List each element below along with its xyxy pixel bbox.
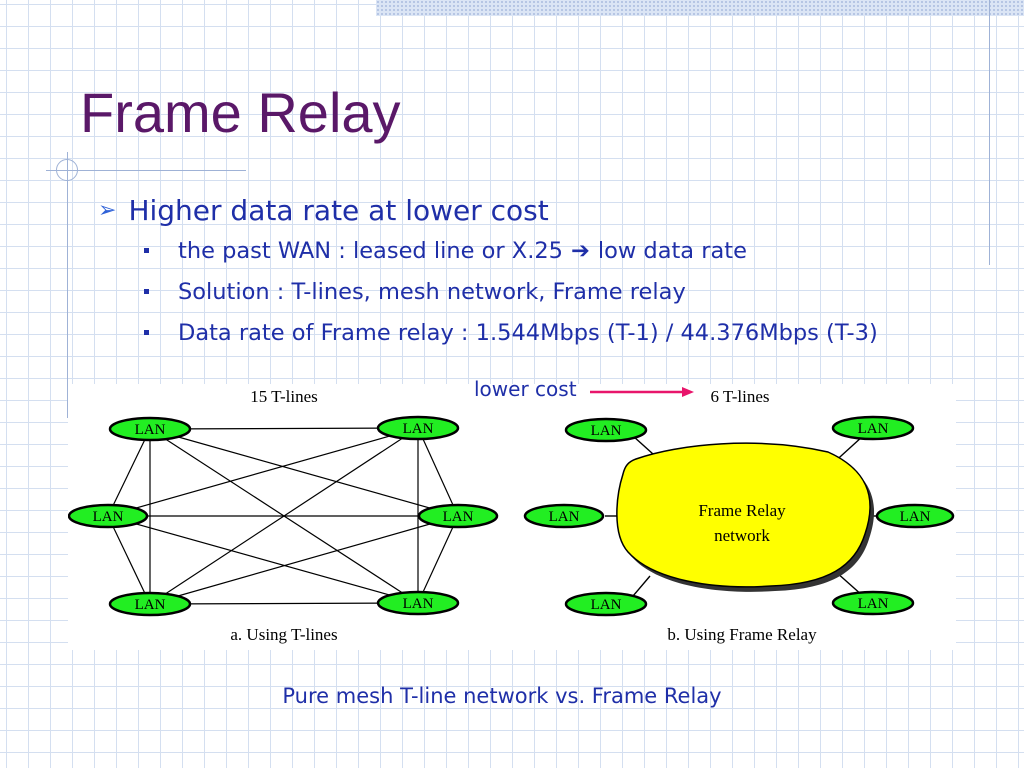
lan-node-label: LAN [591,423,622,439]
left-decor-line [67,152,68,418]
cloud-label-line2: network [714,526,770,545]
lan-node: LAN [68,503,149,529]
square-bullet-icon [144,248,149,253]
lan-node-label: LAN [403,596,434,612]
slide-title: Frame Relay [80,81,401,144]
lan-node-label: LAN [900,509,931,525]
right-diagram-label: 6 T-lines [710,387,769,406]
lan-node: LAN [564,417,648,443]
lan-node-label: LAN [858,596,889,612]
decor-circle-icon [56,159,78,181]
lan-node-label: LAN [93,509,124,525]
frame-relay-cloud: Frame Relay network [616,442,875,592]
lan-node-label: LAN [135,422,166,438]
right-decor-line [989,0,990,265]
lan-node: LAN [564,591,648,617]
lan-node: LAN [875,503,955,529]
sub-bullet-tail: low data rate [597,237,747,264]
lan-node-label: LAN [443,509,474,525]
right-diagram-caption: b. Using Frame Relay [667,625,817,644]
sub-bullet: the past WAN : leased line or X.25 ➔ low… [98,230,998,271]
sub-bullet: Data rate of Frame relay : 1.544Mbps (T-… [98,312,998,353]
lan-node: LAN [831,415,915,441]
lan-node: LAN [417,503,499,529]
network-diagram: 15 T-lines LAN LAN LAN LAN LAN [68,384,956,650]
lower-cost-arrow-icon [590,387,694,397]
lan-node: LAN [831,590,915,616]
title-underline [46,170,246,171]
lan-node-label: LAN [591,597,622,613]
left-diagram-label: 15 T-lines [250,387,318,406]
right-arrow-icon: ➔ [570,237,590,264]
sub-bullet-text: the past WAN : leased line or X.25 [178,237,563,264]
sub-bullet: Solution : T-lines, mesh network, Frame … [98,271,998,312]
lower-cost-label: lower cost [474,377,577,401]
mesh-links [107,427,459,605]
top-decor-band [376,0,1024,16]
bullet-list: ➢ Higher data rate at lower cost the pas… [98,190,998,353]
square-bullet-icon [144,330,149,335]
lan-node: LAN [376,590,460,616]
lan-node: LAN [108,416,192,442]
sub-bullet-text: Data rate of Frame relay : 1.544Mbps (T-… [178,319,878,346]
lan-node-label: LAN [135,597,166,613]
square-bullet-icon [144,289,149,294]
bullet-main-text: Higher data rate at lower cost [128,193,549,227]
lan-node-label: LAN [858,421,889,437]
bullet-main: ➢ Higher data rate at lower cost [98,190,998,230]
left-diagram-caption: a. Using T-lines [230,625,337,644]
cloud-label-line1: Frame Relay [698,501,786,520]
lan-node: LAN [376,415,460,441]
lan-node: LAN [523,503,605,529]
lan-node-label: LAN [403,421,434,437]
lan-node: LAN [108,591,192,617]
slide-caption: Pure mesh T-line network vs. Frame Relay [282,684,722,708]
lan-node-label: LAN [549,509,580,525]
sub-bullet-text: Solution : T-lines, mesh network, Frame … [178,278,686,305]
bullet-arrow-icon: ➢ [98,197,117,223]
diagram-svg: 15 T-lines LAN LAN LAN LAN LAN [68,387,955,644]
